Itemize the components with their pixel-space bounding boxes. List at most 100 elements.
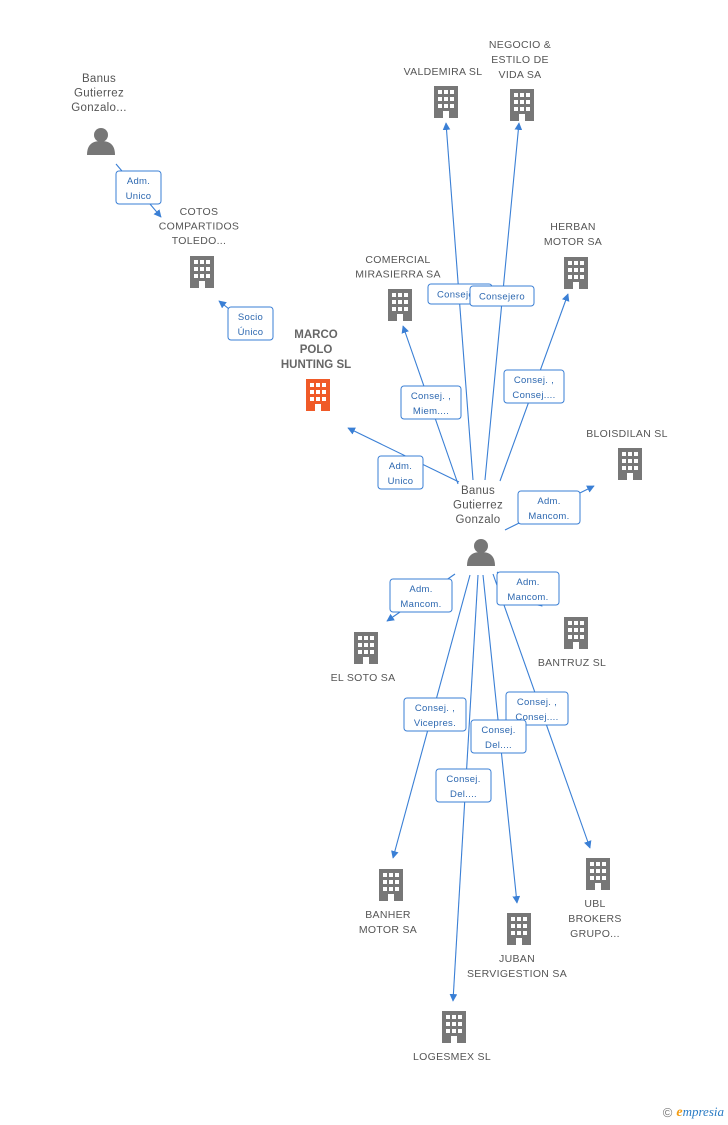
building-icon <box>564 617 588 649</box>
relation-box <box>403 697 467 732</box>
building-icon <box>564 257 588 289</box>
node-label: UBL <box>584 898 605 910</box>
relation-label[interactable]: Adm. Mancom. <box>389 578 453 613</box>
relation-label[interactable]: Consej. ,Consej.... <box>503 369 565 404</box>
node-label: VIDA SA <box>499 69 542 81</box>
relation-text: Adm. <box>127 176 150 187</box>
relation-label[interactable]: Consej. Del.... <box>435 768 492 803</box>
relation-box <box>389 578 453 613</box>
relation-box <box>503 369 565 404</box>
relation-text: Consej.... <box>512 390 555 401</box>
node-valdemira[interactable]: VALDEMIRA SL <box>404 66 483 118</box>
relation-box <box>505 691 569 726</box>
node-label: LOGESMEX SL <box>413 1051 491 1063</box>
building-icon <box>507 913 531 945</box>
building-icon <box>388 289 412 321</box>
relation-text: Consej. <box>446 774 480 785</box>
relation-text: Del.... <box>450 789 477 800</box>
node-label: BROKERS <box>568 913 621 925</box>
relation-label[interactable]: Consej. Del.... <box>470 719 527 754</box>
node-label: SERVIGESTION SA <box>467 968 567 980</box>
relation-text: Consej. , <box>415 703 455 714</box>
relation-label[interactable]: Adm.Mancom. <box>517 490 581 525</box>
relation-text: Consej.... <box>515 712 558 723</box>
relation-arrow <box>347 427 460 483</box>
node-cotos[interactable]: COTOSCOMPARTIDOSTOLEDO... <box>159 206 240 288</box>
node-label: GRUPO... <box>570 928 620 940</box>
node-label: COMPARTIDOS <box>159 221 240 233</box>
node-label: HUNTING SL <box>281 359 351 371</box>
building-icon <box>434 86 458 118</box>
node-negocio[interactable]: NEGOCIO & ESTILO DE VIDA SA <box>489 39 551 121</box>
node-label: Banus <box>82 73 116 85</box>
relation-text: Socio <box>238 312 263 323</box>
relation-label[interactable]: Consejero <box>469 285 535 307</box>
building-icon <box>510 89 534 121</box>
relation-text: Unico <box>126 191 152 202</box>
node-label: VALDEMIRA SL <box>404 66 483 78</box>
relation-text: Mancom. <box>528 511 569 522</box>
relation-text: Consejero <box>437 290 483 301</box>
node-juban[interactable]: JUBAN SERVIGESTION SA <box>467 913 567 980</box>
node-label: COTOS <box>180 206 219 218</box>
node-bloisdilan[interactable]: BLOISDILAN SL <box>586 428 668 480</box>
person-icon <box>87 128 115 155</box>
node-banus-top[interactable]: BanusGutierrezGonzalo... <box>71 73 126 155</box>
node-label: JUBAN <box>499 953 535 965</box>
node-elsoto[interactable]: EL SOTO SA <box>331 632 396 684</box>
relation-label[interactable]: Adm.Mancom. <box>496 571 560 606</box>
copyright-icon: © <box>662 1105 673 1120</box>
node-banher[interactable]: BANHER MOTOR SA <box>359 869 417 936</box>
relation-text: Adm. <box>409 584 432 595</box>
relation-text: Consej. , <box>411 391 451 402</box>
building-icon <box>618 448 642 480</box>
node-label: BANHER <box>365 909 411 921</box>
relation-box <box>115 170 162 205</box>
relation-label[interactable]: Consej. , Consej.... <box>505 691 569 726</box>
building-icon <box>586 858 610 890</box>
node-logesmex[interactable]: LOGESMEX SL <box>413 1011 491 1063</box>
building-icon <box>379 869 403 901</box>
node-label: MOTOR SA <box>359 924 417 936</box>
node-label: Gonzalo <box>456 514 501 526</box>
building-icon <box>354 632 378 664</box>
relation-text: Vicepres. <box>414 718 456 729</box>
node-label: MIRASIERRA SA <box>355 269 441 281</box>
node-bantruz[interactable]: BANTRUZ SL <box>538 617 606 669</box>
relation-box <box>496 571 560 606</box>
relation-text: Único <box>238 327 264 338</box>
building-icon <box>442 1011 466 1043</box>
node-label: Gutierrez <box>74 88 124 100</box>
relation-label[interactable]: Consej. , Miem.... <box>400 385 462 420</box>
node-label: MOTOR SA <box>544 236 602 248</box>
node-ubl[interactable]: UBL BROKERS GRUPO... <box>568 858 621 940</box>
relation-text: Consej. , <box>517 697 557 708</box>
relation-text: Consej. <box>481 725 515 736</box>
node-label: NEGOCIO & <box>489 39 551 51</box>
relation-label[interactable]: Adm.Unico <box>377 455 424 490</box>
brand-initial: e <box>676 1105 683 1120</box>
relation-text: Mancom. <box>507 592 548 603</box>
relation-text: Consejero <box>479 292 525 303</box>
relation-box <box>400 385 462 420</box>
building-icon <box>306 379 330 411</box>
relation-text: Miem.... <box>413 406 449 417</box>
relation-label[interactable]: Consej. , Vicepres. <box>403 697 467 732</box>
relation-box <box>227 306 274 341</box>
brand-name: mpresia <box>682 1104 724 1119</box>
relation-text: Mancom. <box>400 599 441 610</box>
relation-label[interactable]: Adm. Unico <box>115 170 162 205</box>
person-icon <box>467 539 495 566</box>
node-label: BANTRUZ SL <box>538 657 606 669</box>
node-label: MARCO <box>294 329 337 341</box>
relation-text: Adm. <box>389 461 412 472</box>
relation-box <box>435 768 492 803</box>
footer-brand: © empresia <box>663 1104 724 1121</box>
node-label: ESTILO DE <box>491 54 549 66</box>
relation-text: Del.... <box>485 740 512 751</box>
